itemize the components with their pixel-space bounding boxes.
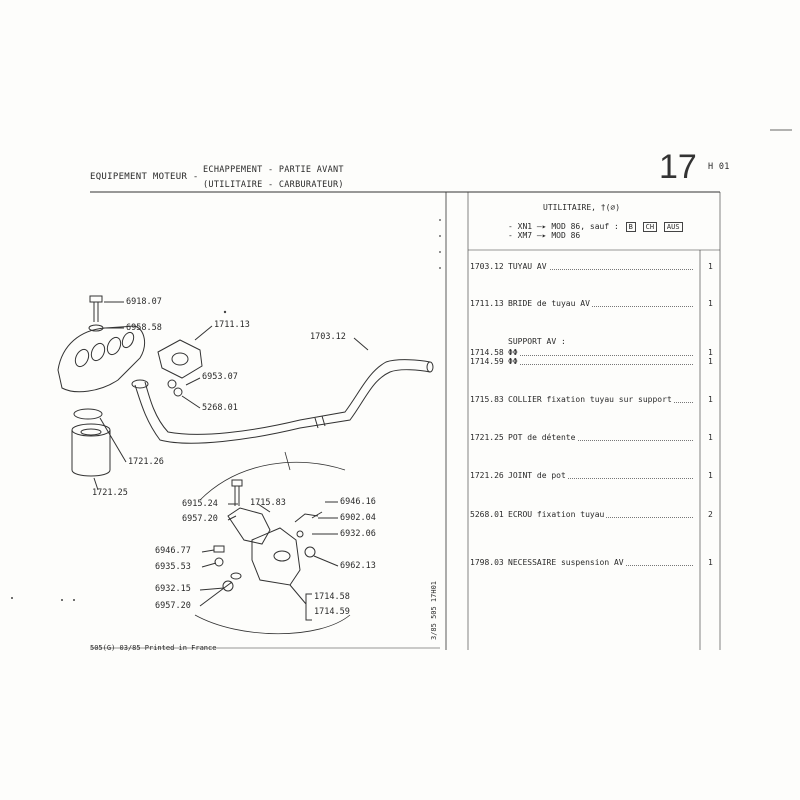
part-qty: 1 [708, 357, 713, 366]
part-qty: 1 [708, 558, 713, 567]
label-6932-06: 6932.06 [340, 529, 376, 539]
section-subtitle-1: ECHAPPEMENT - PARTIE AVANT [203, 165, 344, 175]
applicability-prefix: - XN1 —▸ MOD 86, sauf : [508, 222, 619, 231]
label-1703-12: 1703.12 [310, 332, 346, 342]
applicability-line-2: - XN1 —▸ MOD 86, sauf : B CH AUS [508, 222, 683, 232]
part-ref: 1711.13 [470, 299, 504, 308]
part-desc: ΦΦ [508, 348, 520, 357]
applicability-line-1: UTILITAIRE, †(∅) [543, 203, 621, 212]
part-qty: 1 [708, 433, 713, 442]
bolt-head [231, 479, 243, 487]
part-qty: 2 [708, 510, 713, 519]
country-box-b: B [625, 222, 636, 232]
exhaust-manifold [57, 325, 146, 393]
label-6958-58: 6958.58 [126, 323, 162, 333]
label-1715-83: 1715.83 [250, 498, 286, 508]
part-row-1721-26: 1721.26 JOINT de pot 1 [470, 471, 715, 482]
page-title: EQUIPEMENT MOTEUR - [90, 172, 199, 182]
silencer-pot [71, 430, 111, 477]
label-1721-26: 1721.26 [128, 457, 164, 467]
label-6962-13: 6962.13 [340, 561, 376, 571]
label-1711-13: 1711.13 [214, 320, 250, 330]
label-6946-16: 6946.16 [340, 497, 376, 507]
part-desc: NECESSAIRE suspension AV [508, 558, 626, 567]
collar-clamp [227, 507, 271, 545]
part-ref: 1715.83 [470, 395, 504, 404]
exhaust-pipe [134, 369, 431, 444]
flange [157, 339, 203, 379]
part-ref: 1721.25 [470, 433, 504, 442]
part-ref: 5268.01 [470, 510, 504, 519]
part-row-1798-03: 1798.03 NECESSAIRE suspension AV 1 [470, 558, 715, 569]
part-ref: 1798.03 [470, 558, 504, 567]
part-desc: ECROU fixation tuyau [508, 510, 607, 519]
washer [88, 324, 104, 332]
label-6957-20-top: 6957.20 [182, 514, 218, 524]
part-qty: 1 [708, 395, 713, 404]
label-1714-59: 1714.59 [314, 607, 350, 617]
part-desc: POT de détente [508, 433, 578, 442]
part-desc: BRIDE de tuyau AV [508, 299, 592, 308]
part-row-1714-59: 1714.59 ΦΦ 1 [470, 357, 715, 368]
label-5268-01: 5268.01 [202, 403, 238, 413]
support-bracket [251, 527, 301, 586]
label-6957-20-bottom: 6957.20 [155, 601, 191, 611]
part-row-1711-13: 1711.13 BRIDE de tuyau AV 1 [470, 299, 715, 310]
part-qty: 1 [708, 348, 713, 357]
part-desc: SUPPORT AV : [508, 337, 566, 346]
part-qty: 1 [708, 299, 713, 308]
part-ref: 1721.26 [470, 471, 504, 480]
label-6935-53: 6935.53 [155, 562, 191, 572]
nut [304, 546, 316, 558]
label-6946-77: 6946.77 [155, 546, 191, 556]
part-ref: 1703.12 [470, 262, 504, 271]
section-number: 17 [659, 148, 697, 186]
label-1721-25: 1721.25 [92, 488, 128, 498]
label-6953-07: 6953.07 [202, 372, 238, 382]
label-1714-58: 1714.58 [314, 592, 350, 602]
bolt-head [89, 295, 103, 303]
gasket [73, 408, 103, 420]
country-box-ch: CH [642, 222, 658, 232]
part-row-1703-12: 1703.12 TUYAU AV 1 [470, 262, 715, 273]
label-6902-04: 6902.04 [340, 513, 376, 523]
part-desc: COLLIER fixation tuyau sur support [508, 395, 674, 404]
part-qty: 1 [708, 262, 713, 271]
label-6915-24: 6915.24 [182, 499, 218, 509]
part-row-5268-01: 5268.01 ECROU fixation tuyau 2 [470, 510, 715, 521]
part-desc: TUYAU AV [508, 262, 549, 271]
applicability-line-3: - XM7 —▸ MOD 86 [508, 231, 581, 240]
section-subtitle-2: (UTILITAIRE - CARBURATEUR) [203, 180, 344, 190]
part-row-support: SUPPORT AV : [470, 337, 715, 348]
part-row-1721-25: 1721.25 POT de détente 1 [470, 433, 715, 444]
label-6918-07: 6918.07 [126, 297, 162, 307]
part-row-1715-83: 1715.83 COLLIER fixation tuyau sur suppo… [470, 395, 715, 406]
part-desc: ΦΦ [508, 357, 520, 366]
part-ref: 1714.59 [470, 357, 504, 366]
part-ref: 1714.58 [470, 348, 504, 357]
country-box-aus: AUS [663, 222, 683, 232]
section-code: H 01 [708, 162, 730, 172]
part-desc: JOINT de pot [508, 471, 568, 480]
part-qty: 1 [708, 471, 713, 480]
label-6932-15: 6932.15 [155, 584, 191, 594]
part-row-1714-58: 1714.58 ΦΦ 1 [470, 348, 715, 359]
